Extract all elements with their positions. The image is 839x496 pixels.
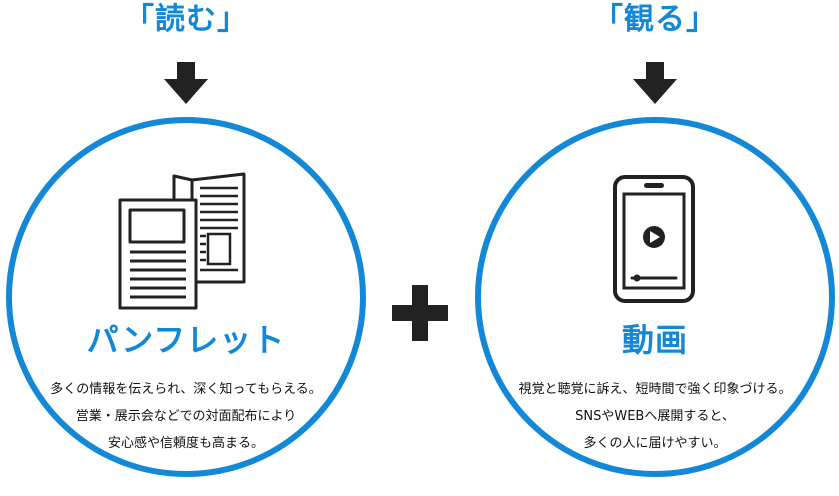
description-line: 営業・展示会などでの対面配布により bbox=[75, 409, 297, 424]
video-title: 動画 bbox=[621, 321, 688, 359]
down-arrow-icon bbox=[164, 62, 208, 104]
description-line: 視覚と聴覚に訴え、短時間で強く印象づける。 bbox=[518, 382, 792, 397]
description-line: 多くの情報を伝えられ、深く知ってもらえる。 bbox=[50, 382, 322, 397]
heading-watch: 「観る」 bbox=[593, 2, 717, 37]
plus-icon bbox=[392, 285, 448, 341]
description-line: SNSやWEBへ展開すると、 bbox=[575, 409, 735, 424]
pamphlet-title: パンフレット bbox=[86, 321, 286, 359]
down-arrow-icon bbox=[633, 62, 677, 104]
video-circle bbox=[475, 117, 835, 477]
pamphlet-circle bbox=[6, 117, 366, 477]
video-description: 視覚と聴覚に訴え、短時間で強く印象づける。 SNSやWEBへ展開すると、 多くの… bbox=[485, 376, 825, 457]
description-line: 多くの人に届けやすい。 bbox=[583, 436, 727, 451]
smartphone-video-icon bbox=[613, 175, 695, 303]
heading-read: 「読む」 bbox=[124, 2, 248, 37]
description-line: 安心感や信頼度も高まる。 bbox=[107, 436, 264, 451]
pamphlet-icon bbox=[118, 172, 246, 310]
pamphlet-description: 多くの情報を伝えられ、深く知ってもらえる。 営業・展示会などでの対面配布により … bbox=[16, 376, 356, 457]
